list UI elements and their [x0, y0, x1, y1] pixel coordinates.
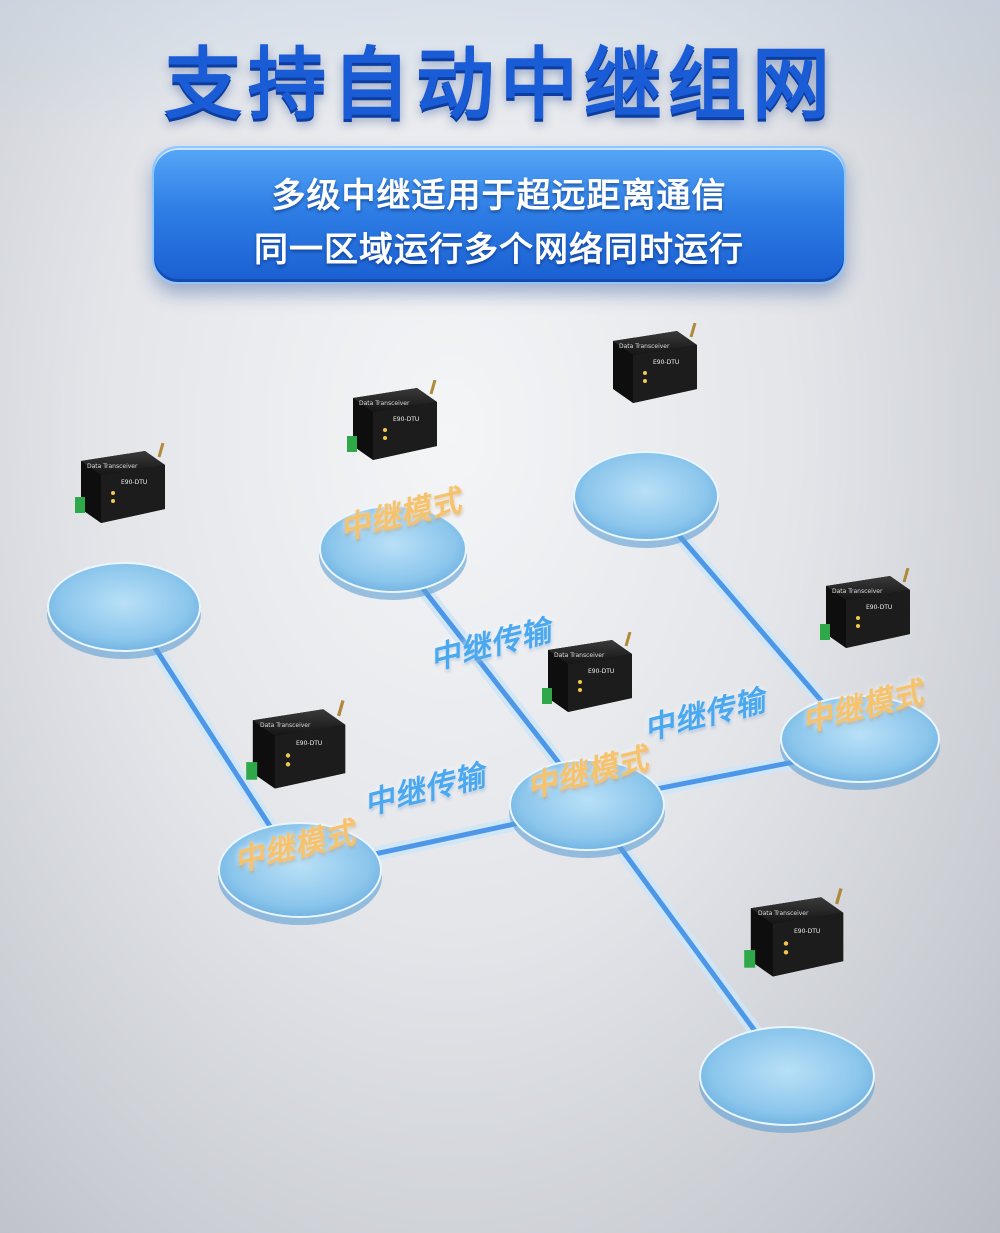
dtu-device: Data Transceiver E90-DTU — [345, 379, 445, 474]
device-model: E90-DTU — [866, 604, 893, 611]
device-model: E90-DTU — [653, 359, 680, 366]
device-model: E90-DTU — [588, 668, 615, 675]
device-model: E90-DTU — [121, 479, 148, 486]
feature-banner: 多级中继适用于超远距离通信 同一区域运行多个网络同时运行 — [152, 146, 846, 284]
dtu-device: Data Transceiver E90-DTU — [73, 442, 173, 537]
dtu-device: Data Transceiver E90-DTU — [818, 567, 918, 662]
device-label: Data Transceiver — [87, 463, 138, 470]
banner-line-1: 多级中继适用于超远距离通信 — [271, 176, 727, 216]
device-model: E90-DTU — [296, 740, 323, 747]
dtu-device: Data Transceiver E90-DTU — [605, 322, 705, 417]
device-label: Data Transceiver — [758, 910, 809, 917]
dtu-device: Data Transceiver E90-DTU — [540, 631, 640, 726]
device-label: Data Transceiver — [260, 722, 311, 729]
dtu-device: Data Transceiver E90-DTU — [742, 888, 852, 992]
top-glow — [0, 0, 1000, 130]
page-title: 支持自动中继组网 — [163, 40, 836, 130]
network-nodes — [47, 451, 940, 1133]
dtu-device: Data Transceiver E90-DTU — [244, 700, 354, 804]
device-model: E90-DTU — [794, 928, 821, 935]
device-label: Data Transceiver — [554, 652, 605, 659]
device-label: Data Transceiver — [619, 343, 670, 350]
device-model: E90-DTU — [393, 416, 420, 423]
banner-line-2: 同一区域运行多个网络同时运行 — [254, 230, 744, 270]
device-label: Data Transceiver — [832, 588, 883, 595]
device-label: Data Transceiver — [359, 400, 410, 407]
